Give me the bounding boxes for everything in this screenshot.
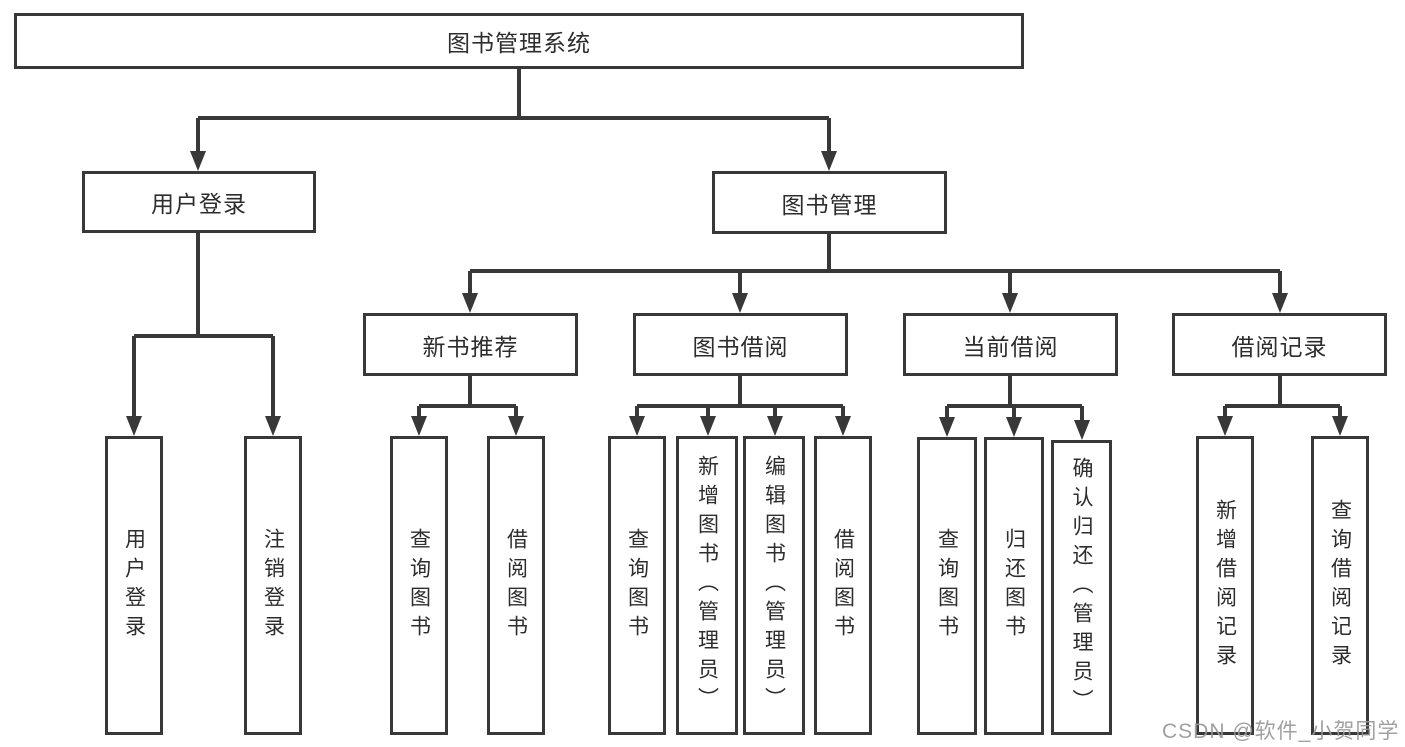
connector-segment xyxy=(1008,376,1012,407)
node-leaf-query-books-1: 查询图书 xyxy=(390,436,448,735)
node-new-book-recommend: 新书推荐 xyxy=(363,313,578,376)
arrow-down-icon xyxy=(462,293,478,313)
connector-segment xyxy=(514,406,518,422)
connector-segment xyxy=(1278,271,1282,298)
node-label: 图书借阅 xyxy=(692,333,789,360)
node-label: 图书管理 xyxy=(781,191,878,218)
arrow-down-icon xyxy=(190,151,206,171)
node-label: 注销登录 xyxy=(261,527,285,644)
arrow-down-icon xyxy=(767,416,783,436)
node-label: 用户登录 xyxy=(122,527,146,644)
arrow-down-icon xyxy=(629,416,645,436)
connector-segment xyxy=(470,269,1280,273)
node-leaf-query-borrow-record: 查询借阅记录 xyxy=(1311,436,1369,735)
node-label: 借阅记录 xyxy=(1231,333,1328,360)
arrow-down-icon xyxy=(265,416,281,436)
node-label: 编辑图书（管理员） xyxy=(762,455,786,716)
arrow-down-icon xyxy=(411,416,427,436)
node-leaf-confirm-return: 确认归还（管理员） xyxy=(1051,440,1112,735)
node-leaf-query-books-3: 查询图书 xyxy=(917,437,977,735)
connector-segment xyxy=(196,118,200,156)
connector-segment xyxy=(468,271,472,298)
node-label: 借阅图书 xyxy=(504,527,528,644)
node-root-system: 图书管理系统 xyxy=(14,13,1024,69)
connector-segment xyxy=(1012,406,1016,422)
connector-segment xyxy=(827,234,831,272)
connector-segment xyxy=(637,404,843,408)
arrow-down-icon xyxy=(1002,293,1018,313)
csdn-watermark: CSDN @软件_小贺同学 xyxy=(1162,720,1400,743)
arrow-down-icon xyxy=(821,151,837,171)
connector-segment xyxy=(738,376,742,407)
connector-segment xyxy=(517,69,521,119)
node-label: 用户登录 xyxy=(151,191,247,217)
node-leaf-borrow-books-1: 借阅图书 xyxy=(487,436,545,735)
connector-segment xyxy=(1008,271,1012,298)
connector-segment xyxy=(1080,406,1084,426)
node-current-borrowing: 当前借阅 xyxy=(903,313,1118,376)
arrow-down-icon xyxy=(126,416,142,436)
node-leaf-borrow-books-2: 借阅图书 xyxy=(814,436,872,735)
arrow-down-icon xyxy=(1272,293,1288,313)
node-label: 确认归还（管理员） xyxy=(1070,457,1093,718)
connector-segment xyxy=(635,406,639,422)
node-label: 新增图书（管理员） xyxy=(695,455,719,716)
connector-segment xyxy=(773,406,777,422)
connector-segment xyxy=(198,116,829,120)
node-leaf-return-books: 归还图书 xyxy=(984,437,1044,735)
node-leaf-add-books: 新增图书（管理员） xyxy=(676,436,738,735)
node-label: 查询图书 xyxy=(625,527,649,644)
node-label: 查询图书 xyxy=(407,527,431,644)
connector-segment xyxy=(419,404,516,408)
arrow-down-icon xyxy=(700,416,716,436)
node-label: 借阅图书 xyxy=(831,527,855,644)
node-label: 新书推荐 xyxy=(422,333,519,360)
node-leaf-user-login: 用户登录 xyxy=(105,436,163,735)
node-borrowing-records: 借阅记录 xyxy=(1172,313,1387,376)
arrow-down-icon xyxy=(1217,416,1233,436)
node-leaf-add-borrow-record: 新增借阅记录 xyxy=(1196,436,1254,735)
arrow-down-icon xyxy=(835,416,851,436)
arrow-down-icon xyxy=(939,417,955,437)
arrow-down-icon xyxy=(1006,417,1022,437)
connector-segment xyxy=(1338,406,1342,422)
node-leaf-edit-books: 编辑图书（管理员） xyxy=(743,436,805,735)
connector-segment xyxy=(417,406,421,422)
connector-segment xyxy=(134,334,273,338)
node-label: 查询图书 xyxy=(935,528,959,644)
connector-segment xyxy=(738,271,742,298)
connector-segment xyxy=(1278,376,1282,407)
arrow-down-icon xyxy=(508,416,524,436)
node-book-borrowing: 图书借阅 xyxy=(633,313,848,376)
node-label: 新增借阅记录 xyxy=(1213,498,1237,673)
connector-segment xyxy=(196,233,200,337)
node-user-login: 用户登录 xyxy=(82,171,316,233)
connector-segment xyxy=(271,336,275,421)
connector-segment xyxy=(706,406,710,422)
node-leaf-query-books-2: 查询图书 xyxy=(608,436,666,735)
connector-segment xyxy=(468,376,472,407)
arrow-down-icon xyxy=(1332,416,1348,436)
node-leaf-logout: 注销登录 xyxy=(244,436,302,735)
node-book-management: 图书管理 xyxy=(712,171,947,234)
connector-segment xyxy=(1223,406,1227,422)
connector-segment xyxy=(132,336,136,421)
connector-segment xyxy=(945,406,949,422)
node-label: 图书管理系统 xyxy=(447,30,591,56)
connector-segment xyxy=(1225,404,1340,408)
arrow-down-icon xyxy=(732,293,748,313)
node-label: 查询借阅记录 xyxy=(1328,498,1352,673)
node-label: 当前借阅 xyxy=(962,333,1059,360)
connector-segment xyxy=(841,406,845,422)
connector-segment xyxy=(827,118,831,156)
arrow-down-icon xyxy=(1074,420,1090,440)
node-label: 归还图书 xyxy=(1002,528,1026,644)
